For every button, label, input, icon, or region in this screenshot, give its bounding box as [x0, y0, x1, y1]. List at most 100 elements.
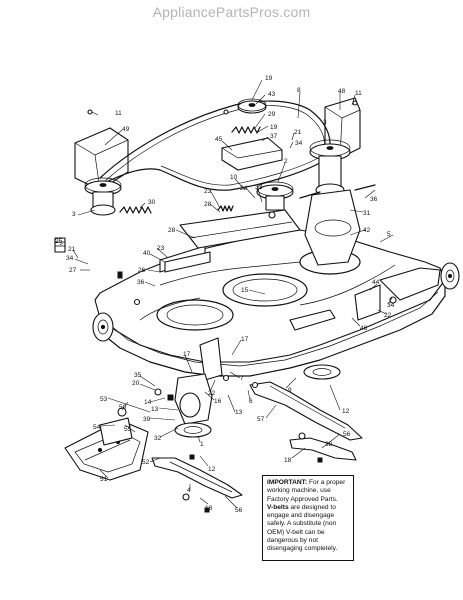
callout-56: 56 — [343, 431, 351, 438]
blade-left-lower — [151, 457, 243, 499]
callout-29: 29 — [268, 111, 276, 118]
callout-18: 18 — [284, 457, 292, 464]
notice-line: engage and disengage — [267, 512, 335, 520]
callout-27: 27 — [69, 267, 77, 274]
callout-19: 19 — [270, 124, 278, 131]
callout-3: 3 — [72, 211, 76, 218]
spindle-pulley-right — [309, 139, 351, 197]
notice-line: Factory Approved Parts. — [267, 495, 338, 503]
callout-46: 46 — [360, 325, 368, 332]
callout-50: 50 — [119, 404, 127, 411]
idler-bracket — [221, 137, 283, 171]
spindle-lower-right — [303, 364, 341, 380]
callout-55: 55 — [124, 426, 132, 433]
notice-heading: IMPORTANT: — [267, 479, 308, 486]
callout-36: 36 — [370, 196, 378, 203]
callout-17: 17 — [183, 351, 191, 358]
callout-38: 38 — [325, 441, 333, 448]
callout-13: 13 — [235, 409, 243, 416]
callout-34: 34 — [66, 255, 74, 262]
spring-29 — [231, 126, 261, 134]
callout-2: 2 — [284, 158, 288, 165]
spindle-pulley-center — [256, 181, 294, 211]
callout-23: 23 — [157, 245, 165, 252]
callout-21: 21 — [68, 246, 76, 253]
callout-6: 6 — [249, 398, 253, 405]
leader-lines — [59, 79, 394, 509]
callout-13: 13 — [151, 406, 159, 413]
callout-30: 30 — [148, 199, 156, 206]
spring-28 — [217, 205, 234, 212]
callout-43: 43 — [268, 91, 276, 98]
gauge-wheel-right — [440, 262, 460, 290]
callout-11: 11 — [355, 90, 362, 97]
callout-34: 34 — [295, 140, 303, 147]
notice-line: V-belts are designed to — [267, 503, 336, 511]
callout-32: 32 — [154, 435, 162, 442]
callout-5: 5 — [387, 231, 391, 238]
callout-7: 7 — [240, 375, 244, 382]
callout-20: 20 — [132, 380, 140, 387]
callout-31: 31 — [363, 210, 371, 217]
notice-line: OEM) V-belt can be — [267, 528, 325, 536]
callout-39: 39 — [143, 416, 151, 423]
notice-line: working machine, use — [267, 487, 331, 495]
callout-54: 54 — [93, 424, 101, 431]
callout-12: 12 — [208, 466, 216, 473]
callout-16: 16 — [214, 398, 222, 405]
callout-15: 15 — [241, 287, 249, 294]
callout-9: 9 — [288, 387, 292, 394]
callout-52: 52 — [142, 459, 150, 466]
notice-bold-phrase: V-belts — [267, 503, 289, 511]
callout-28: 28 — [168, 227, 176, 234]
spring-30 — [119, 206, 152, 214]
callout-40: 40 — [143, 250, 151, 257]
callout-23: 23 — [204, 188, 212, 195]
callout-34: 34 — [387, 302, 395, 309]
callout-37: 37 — [270, 133, 278, 140]
callout-17: 17 — [241, 336, 249, 343]
watermark-text: AppliancePartsPros.com — [152, 4, 311, 20]
callout-28: 28 — [204, 201, 212, 208]
callout-19: 19 — [265, 75, 273, 82]
callout-10: 10 — [230, 174, 238, 181]
callout-33: 33 — [255, 184, 263, 191]
belt-guard-channel — [164, 209, 301, 273]
gauge-wheel-left — [92, 312, 114, 342]
callout-36: 36 — [137, 279, 145, 286]
deflector-bracket — [99, 417, 133, 446]
idler-pulley-top — [237, 98, 267, 114]
notice-line: disengaging completely. — [267, 545, 338, 553]
callout-11: 11 — [115, 110, 122, 117]
spindle-housing-right — [304, 189, 361, 266]
callout-24: 24 — [240, 185, 248, 192]
callout-14: 14 — [144, 399, 152, 406]
notice-line: safely. A substitute (non — [267, 520, 337, 528]
blade-right — [249, 381, 363, 441]
notice-line: For a proper — [309, 479, 346, 486]
callout-35: 35 — [134, 372, 142, 379]
callout-57: 57 — [257, 416, 265, 423]
blade-center-lower — [289, 437, 357, 461]
callout-8: 8 — [297, 87, 301, 94]
callout-labels: 19 43 8 48 11 11 49 29 19 37 21 3 45 34 … — [55, 75, 395, 514]
callout-4: 4 — [187, 487, 191, 494]
callout-51: 51 — [100, 476, 108, 483]
callout-48: 48 — [338, 88, 346, 95]
spindle-pulley-left — [84, 177, 122, 216]
callout-3: 3 — [323, 119, 327, 126]
callout-21: 21 — [294, 129, 302, 136]
important-notice-box: IMPORTANT: For a proper working machine,… — [262, 475, 354, 561]
callout-26: 26 — [138, 267, 146, 274]
callout-25: 25 — [55, 238, 63, 245]
callout-12: 12 — [342, 408, 350, 415]
callout-22: 22 — [384, 312, 392, 319]
callout-45: 45 — [215, 136, 223, 143]
notice-line: dangerous by not — [267, 537, 318, 545]
hardware — [54, 100, 397, 513]
callout-22: 22 — [208, 390, 216, 397]
callout-56: 56 — [235, 507, 243, 514]
callout-1: 1 — [200, 441, 204, 448]
callout-53: 53 — [100, 396, 108, 403]
